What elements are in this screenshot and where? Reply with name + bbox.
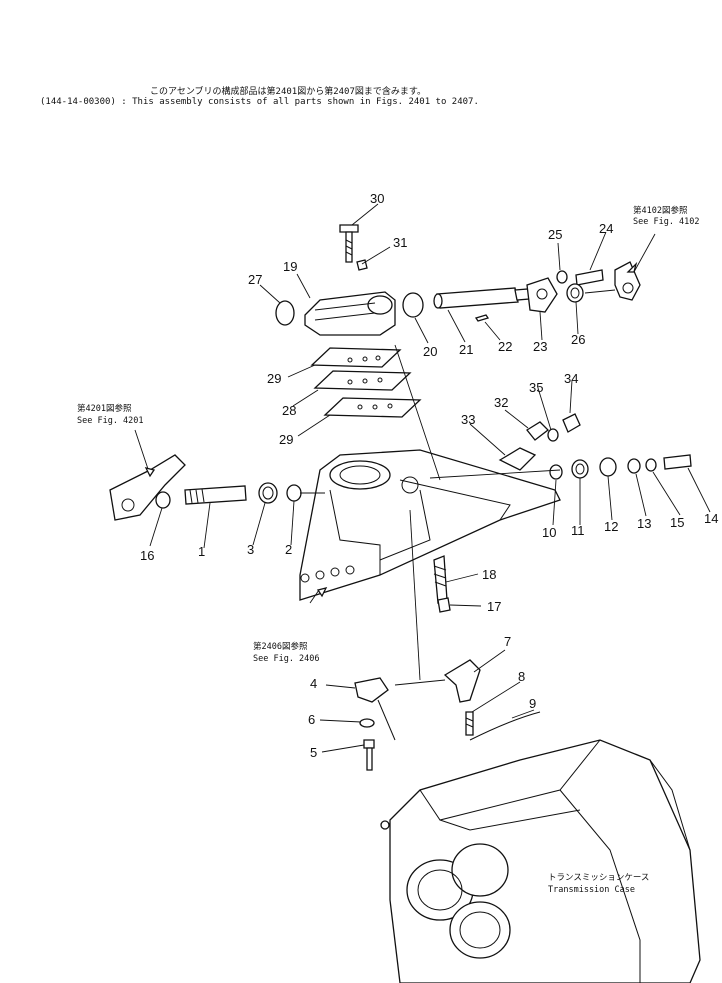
transmission-case-drawing	[380, 739, 701, 983]
part-number-15: 15	[670, 515, 684, 530]
part-number-23: 23	[533, 339, 547, 354]
part-number-32: 32	[494, 395, 508, 410]
part-number-19: 19	[283, 259, 297, 274]
lower-parts-drawing	[354, 555, 541, 771]
part-number-28: 28	[282, 403, 296, 418]
cross-references: 第4102図参照 See Fig. 4102 第4201図参照 See Fig.…	[77, 205, 700, 895]
part-number-2: 2	[285, 542, 292, 557]
part-number-16: 16	[140, 548, 154, 563]
part-number-20: 20	[423, 344, 437, 359]
part-number-34: 34	[564, 371, 578, 386]
main-housing-drawing	[299, 449, 561, 601]
center-lines	[300, 289, 616, 686]
ref-4201-en: See Fig. 4201	[77, 416, 144, 426]
part-number-11: 11	[571, 523, 585, 538]
part-number-12: 12	[604, 519, 618, 534]
part-number-30: 30	[370, 191, 384, 206]
part-number-17: 17	[487, 599, 501, 614]
transmission-case-jp: トランスミッションケース	[548, 873, 649, 883]
part-number-13: 13	[637, 516, 651, 531]
right-side-parts-drawing	[498, 413, 692, 480]
part-number-4: 4	[310, 676, 317, 691]
part-number-1: 1	[198, 544, 205, 559]
upper-cover-drawing	[275, 224, 424, 418]
part-number-29b: 29	[279, 432, 293, 447]
part-number-10: 10	[542, 525, 556, 540]
part-number-22: 22	[498, 339, 512, 354]
part-number-3: 3	[247, 542, 254, 557]
part-number-26: 26	[571, 332, 585, 347]
left-side-parts-drawing	[109, 454, 302, 521]
shaft-assembly-drawing	[433, 261, 641, 322]
part-number-24: 24	[599, 221, 613, 236]
part-number-27: 27	[248, 272, 262, 287]
ref-2406-jp: 第2406図参照	[253, 641, 308, 652]
part-number-18: 18	[482, 567, 496, 582]
ref-4201-jp: 第4201図参照	[77, 403, 132, 414]
reference-arrows	[144, 261, 638, 598]
part-number-35: 35	[529, 380, 543, 395]
part-number-9: 9	[529, 696, 536, 711]
part-number-25: 25	[548, 227, 562, 242]
part-number-31: 31	[393, 235, 407, 250]
part-number-21: 21	[459, 342, 473, 357]
part-number-33: 33	[461, 412, 475, 427]
part-number-29a: 29	[267, 371, 281, 386]
assembly-note-japanese: このアセンブリの構成部品は第2401図から第2407図まで含みます。	[150, 87, 426, 97]
assembly-note-english: (144-14-00300) : This assembly consists …	[40, 97, 479, 107]
ref-4102-jp: 第4102図参照	[633, 205, 688, 216]
part-number-6: 6	[308, 712, 315, 727]
part-number-7: 7	[504, 634, 511, 649]
part-number-14: 14	[704, 511, 718, 526]
part-leaders	[134, 203, 711, 753]
transmission-case-en: Transmission Case	[548, 885, 635, 895]
part-number-labels: 1 2 3 4 5 6 7 8 9 10 11 12 13 14 15 16 1…	[140, 191, 718, 760]
part-number-5: 5	[310, 745, 317, 760]
ref-4102-en: See Fig. 4102	[633, 217, 700, 227]
part-number-8: 8	[518, 669, 525, 684]
ref-2406-en: See Fig. 2406	[253, 654, 320, 664]
